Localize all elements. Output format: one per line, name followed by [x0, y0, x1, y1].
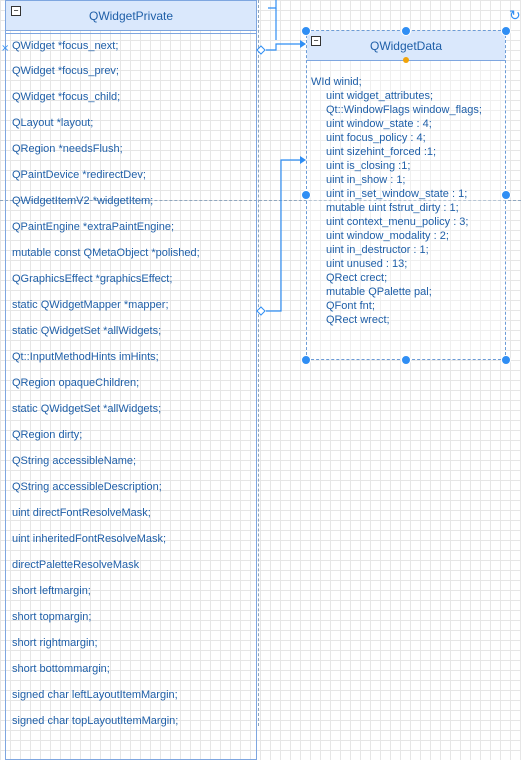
qwidgetprivate-title: QWidgetPrivate	[88, 9, 174, 23]
collapse-icon[interactable]: −	[11, 6, 21, 16]
data-member-line: uint focus_policy : 4;	[326, 132, 426, 144]
class-field[interactable]: short rightmargin;	[12, 637, 98, 649]
resize-handle-e[interactable]	[501, 190, 511, 200]
class-field[interactable]: QWidget *focus_next;	[12, 40, 119, 52]
arrowhead-icon	[300, 156, 306, 164]
class-field[interactable]: uint inheritedFontResolveMask;	[12, 533, 167, 545]
data-member-line: uint context_menu_policy : 3;	[326, 216, 469, 228]
data-member-line: uint window_modality : 2;	[326, 230, 449, 242]
data-member-line: uint in_destructor : 1;	[326, 244, 429, 256]
resize-handle-n[interactable]	[401, 26, 411, 36]
data-member-line: mutable uint fstrut_dirty : 1;	[326, 202, 459, 214]
qwidgetdata-header[interactable]: − QWidgetData	[307, 31, 505, 61]
class-field[interactable]: QRegion opaqueChildren;	[12, 377, 140, 389]
collapse-icon[interactable]: −	[311, 36, 321, 46]
qwidgetprivate-field-list: QWidget *focus_next; QWidget *focus_prev;…	[6, 34, 256, 734]
data-member-line: uint in_set_window_state : 1;	[326, 188, 468, 200]
class-field[interactable]: static QWidgetSet *allWidgets;	[12, 403, 162, 415]
class-field[interactable]: QWidgetItemV2 *widgetItem;	[12, 195, 154, 207]
class-field[interactable]: static QWidgetSet *allWidgets;	[12, 325, 162, 337]
class-field[interactable]: Qt::InputMethodHints imHints;	[12, 351, 159, 363]
class-field[interactable]: static QWidgetMapper *mapper;	[12, 299, 169, 311]
resize-handle-sw[interactable]	[301, 355, 311, 365]
resize-handle-ne[interactable]	[501, 26, 511, 36]
data-member-line: WId winid;	[311, 76, 362, 88]
class-field[interactable]: QRegion *needsFlush;	[12, 143, 123, 155]
class-field[interactable]: QRegion dirty;	[12, 429, 83, 441]
diamond-icon	[256, 45, 266, 55]
class-field[interactable]: QString accessibleName;	[12, 455, 137, 467]
rotate-icon[interactable]: ↻	[509, 8, 521, 24]
diamond-icon	[256, 306, 266, 316]
class-field[interactable]: QString accessibleDescription;	[12, 481, 162, 493]
class-field[interactable]: QWidget *focus_child;	[12, 91, 121, 103]
data-member-line: uint unused : 13;	[326, 258, 408, 270]
data-member-line: QRect wrect;	[326, 314, 390, 326]
class-field[interactable]: directPaletteResolveMask	[12, 559, 140, 571]
class-field[interactable]: QPaintDevice *redirectDev;	[12, 169, 146, 181]
resize-handle-w[interactable]	[301, 190, 311, 200]
resize-handle-s[interactable]	[401, 355, 411, 365]
vertical-guide-line	[258, 0, 259, 726]
class-field[interactable]: uint directFontResolveMask;	[12, 507, 151, 519]
class-field[interactable]: QGraphicsEffect *graphicsEffect;	[12, 273, 173, 285]
qwidgetdata-title: QWidgetData	[369, 39, 443, 53]
qwidgetprivate-header[interactable]: − QWidgetPrivate	[6, 1, 256, 31]
data-member-line: uint is_closing :1;	[326, 160, 411, 172]
class-field[interactable]: QWidget *focus_prev;	[12, 65, 119, 77]
data-member-line: mutable QPalette pal;	[326, 286, 432, 298]
class-divider	[6, 31, 256, 34]
class-field[interactable]: short leftmargin;	[12, 585, 91, 597]
top-connector-line	[268, 0, 277, 9]
class-field[interactable]: short topmargin;	[12, 611, 92, 623]
resize-handle-se[interactable]	[501, 355, 511, 365]
data-member-line: uint sizehint_forced :1;	[326, 146, 437, 158]
arrowhead-icon	[300, 40, 306, 48]
anchor-point-icon[interactable]	[403, 57, 409, 63]
selection-mark-icon: ×	[1, 43, 10, 54]
data-member-line: Qt::WindowFlags window_flags;	[326, 104, 482, 116]
class-field[interactable]: signed char leftLayoutItemMargin;	[12, 689, 178, 701]
mapper-connector	[266, 159, 300, 312]
qwidgetdata-class-box[interactable]: − QWidgetData WId winid;uint widget_attr…	[306, 30, 506, 360]
class-field[interactable]: short bottommargin;	[12, 663, 110, 675]
data-member-line: QRect crect;	[326, 272, 388, 284]
connector-layer	[256, 0, 306, 316]
class-field[interactable]: QLayout *layout;	[12, 117, 94, 129]
resize-handle-nw[interactable]	[301, 26, 311, 36]
class-field[interactable]: QPaintEngine *extraPaintEngine;	[12, 221, 175, 233]
data-member-line: uint widget_attributes;	[326, 90, 434, 102]
qwidgetdata-body: WId winid;uint widget_attributes;Qt::Win…	[307, 61, 505, 327]
focus-next-connector	[266, 43, 300, 51]
qwidgetprivate-class-box[interactable]: − QWidgetPrivate QWidget *focus_next;QWi…	[5, 0, 257, 760]
class-field[interactable]: mutable const QMetaObject *polished;	[12, 247, 200, 259]
horizontal-guide-line	[0, 200, 521, 201]
class-field[interactable]: signed char topLayoutItemMargin;	[12, 715, 179, 727]
data-member-line: uint window_state : 4;	[326, 118, 432, 130]
data-member-line: uint in_show : 1;	[326, 174, 406, 186]
data-member-line: QFont fnt;	[326, 300, 375, 312]
